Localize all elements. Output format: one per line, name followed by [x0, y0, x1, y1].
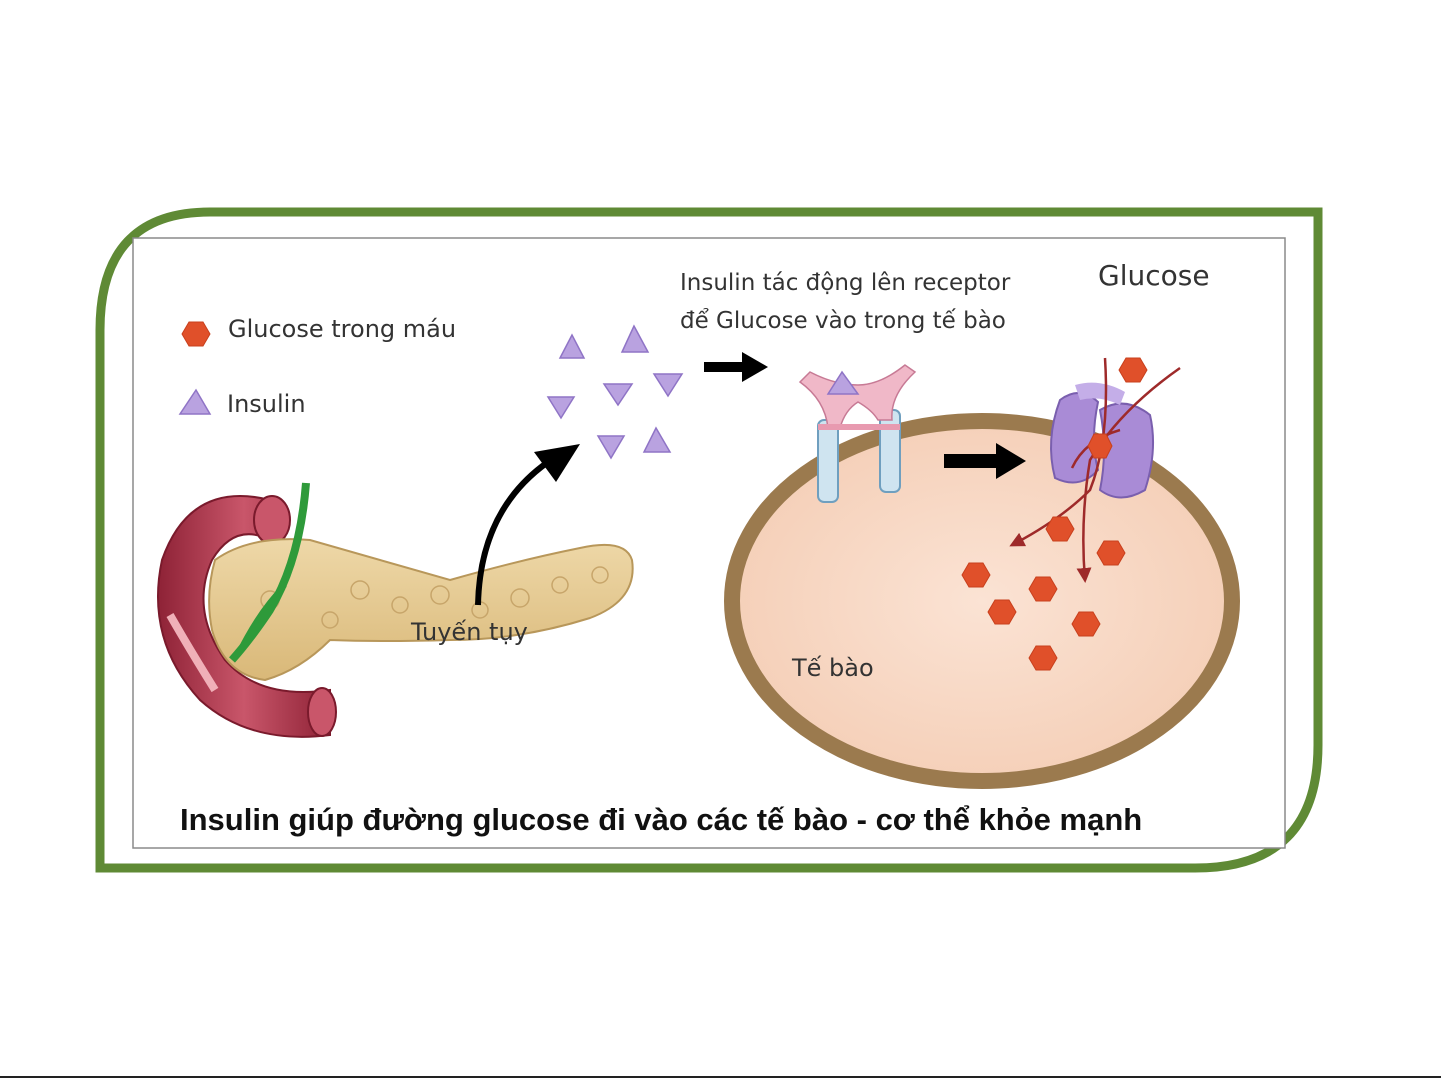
bottom-rule [0, 1076, 1441, 1078]
diagram-caption: Insulin giúp đường glucose đi vào các tế… [180, 802, 1142, 837]
receptor-text-line2: để Glucose vào trong tế bào [680, 308, 1006, 334]
insulin-legend-label: Insulin [227, 390, 306, 418]
receptor-text-line1: Insulin tác động lên receptor [680, 270, 1011, 296]
glucose-legend-label: Glucose trong máu [228, 315, 456, 343]
glucose-title: Glucose [1098, 259, 1210, 292]
cell [732, 421, 1232, 781]
pancreas-label: Tuyến tụy [410, 618, 528, 646]
cell-label: Tế bào [791, 654, 874, 682]
